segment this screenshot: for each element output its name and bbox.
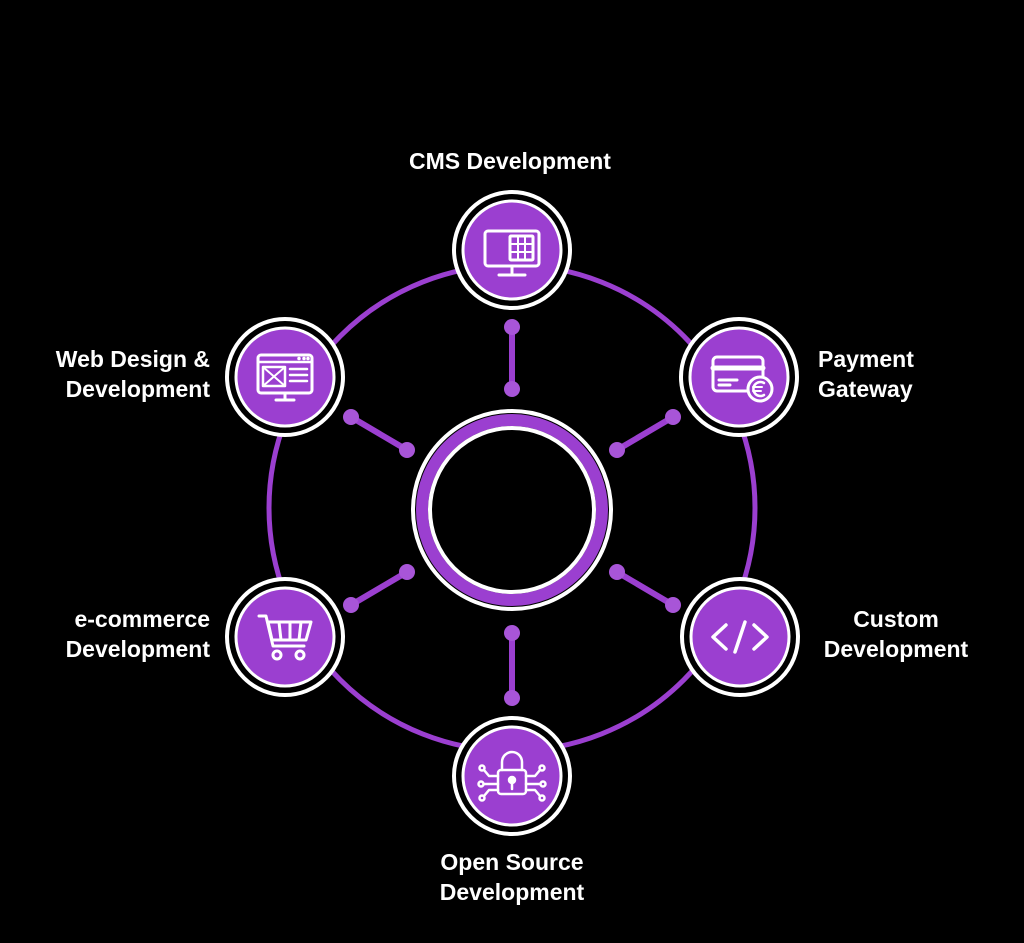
spoke-ecommerce	[343, 564, 415, 613]
label-line: Development	[65, 376, 210, 402]
label-line: Development	[823, 636, 969, 662]
label-line: Development	[65, 636, 210, 662]
label-line: Web Design &	[55, 346, 210, 372]
label-line: Custom	[853, 606, 939, 632]
spokes	[343, 319, 681, 706]
node-ecommerce	[225, 577, 345, 697]
node-label-cms: CMS Development	[409, 146, 611, 176]
center-hub	[411, 409, 613, 611]
label-line: Payment	[818, 346, 914, 372]
node-open	[452, 716, 572, 836]
spoke-web	[343, 409, 415, 458]
node-label-payment: Payment Gateway	[818, 344, 914, 404]
node-label-ecommerce: e-commerce Development	[0, 604, 210, 664]
node-cms	[452, 190, 572, 310]
node-payment	[679, 317, 799, 437]
node-web	[225, 317, 345, 437]
spoke-payment	[609, 409, 681, 458]
node-label-open: Open Source Development	[440, 847, 584, 907]
spoke-cms	[504, 319, 520, 397]
monitor-grid-icon	[483, 229, 541, 277]
label-line: Gateway	[818, 376, 913, 402]
credit-card-euro-icon	[710, 355, 774, 403]
label-line: e-commerce	[74, 606, 210, 632]
circuit-lock-icon	[477, 750, 547, 802]
browser-window-icon	[256, 353, 314, 402]
node-custom	[680, 577, 800, 697]
label-line: Open Source	[440, 849, 584, 875]
code-brackets-icon	[711, 620, 769, 654]
node-label-web: Web Design & Development	[0, 344, 210, 404]
label-line: CMS Development	[409, 148, 611, 174]
label-line: Development	[439, 879, 585, 905]
shopping-cart-icon	[257, 614, 313, 661]
spoke-custom	[609, 564, 681, 613]
spoke-open	[504, 625, 520, 706]
node-label-custom: Custom Development	[824, 604, 968, 664]
